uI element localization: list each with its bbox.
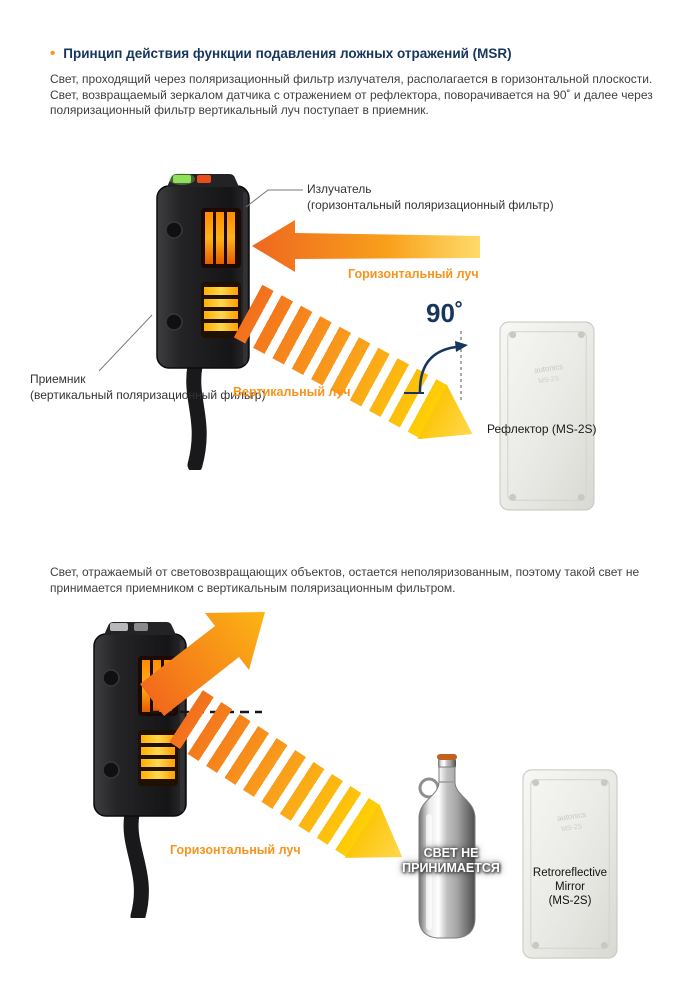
light-not-received-line2: ПРИНИМАЕТСЯ [402, 861, 500, 875]
mirror-label-line2: Mirror [554, 881, 586, 893]
mount-hole-icon [600, 779, 608, 787]
reflector-face [499, 321, 595, 511]
connector-block [134, 623, 148, 631]
mirror-label-line3: (MS-2S) [548, 895, 592, 907]
second-paragraph: Свет, отражаемый от световозвращающих об… [50, 565, 640, 595]
vertical-beam-hatched [233, 284, 449, 439]
emitter-label: Излучатель (горизонтальный поляризационн… [307, 181, 554, 213]
mount-hole-icon [577, 493, 585, 501]
photoelectric-sensor [156, 173, 250, 470]
red-led [197, 175, 211, 183]
reflector-watermark: autonics [557, 810, 587, 823]
reflector-inner-frame [507, 331, 587, 501]
receiver-label-line2: (вертикальный поляризационный фильтр) [30, 388, 266, 402]
receiver-label-line1: Приемник [30, 372, 86, 386]
section-header: • Принцип действия функции подавления ло… [50, 45, 512, 62]
mount-hole-icon [600, 941, 608, 949]
connector-block [110, 623, 128, 631]
emitter-slats [205, 212, 235, 264]
bottle-body [418, 766, 476, 939]
bottle-cap [438, 759, 456, 768]
mount-hole-icon [509, 331, 517, 339]
light-not-received-label: СВЕТ НЕ ПРИНИМАЕТСЯ [396, 846, 506, 876]
light-not-received-line1: СВЕТ НЕ [423, 846, 479, 860]
sensor-cable [123, 806, 149, 918]
receiver-slats [204, 287, 238, 331]
emitter-label-line2: (горизонтальный поляризационный фильтр) [307, 198, 554, 212]
retroreflective-mirror-label: Retroreflective Mirror (MS-2S) [521, 866, 619, 908]
bottle-highlight [426, 814, 432, 930]
screw-icon [102, 761, 120, 779]
screw-icon [102, 669, 120, 687]
rotation-arrowhead-icon [455, 341, 468, 352]
mount-hole-icon [532, 941, 540, 949]
page-title: Принцип действия функции подавления ложн… [63, 46, 512, 61]
emitter-label-line1: Излучатель [307, 182, 372, 196]
receiver-slats [141, 735, 175, 779]
horizontal-beam-arrow [252, 220, 480, 272]
vertical-beam-label: Вертикальный луч [233, 385, 351, 399]
steel-bottle [418, 754, 476, 939]
green-led [173, 175, 191, 183]
rotation-angle-value: 90˚ [426, 298, 464, 328]
horizontal-beam-hatched [169, 690, 381, 858]
mount-hole-icon [577, 331, 585, 339]
mirror-label-line1: Retroreflective [532, 867, 608, 879]
sensor-cable [186, 358, 207, 470]
reflector-watermark: autonics [534, 362, 564, 375]
reflector-watermark: MS-2S [538, 375, 560, 385]
bottle-cap-orange-band [437, 754, 457, 760]
screw-icon [165, 221, 183, 239]
retroreflective-mirror-plate: autonics MS-2S [522, 769, 618, 959]
intro-paragraph: Свет, проходящий через поляризационный ф… [50, 72, 653, 117]
horizontal-beam-label: Горизонтальный луч [348, 267, 479, 281]
reflector-label: Рефлектор (MS-2S) [487, 422, 597, 436]
photoelectric-sensor [93, 622, 187, 918]
mount-hole-icon [532, 779, 540, 787]
reflector-face [522, 769, 618, 959]
horizontal-beam-label-2: Горизонтальный луч [170, 843, 301, 857]
screw-icon [165, 313, 183, 331]
mount-hole-icon [509, 493, 517, 501]
reflector-plate: autonics MS-2S [499, 321, 595, 511]
receiver-label: Приемник (вертикальный поляризационный ф… [30, 371, 265, 403]
reflector-watermark: MS-2S [561, 823, 583, 833]
reflector-inner-frame [530, 779, 610, 949]
emitter-slats [142, 660, 172, 712]
title-bullet-icon: • [50, 45, 56, 62]
